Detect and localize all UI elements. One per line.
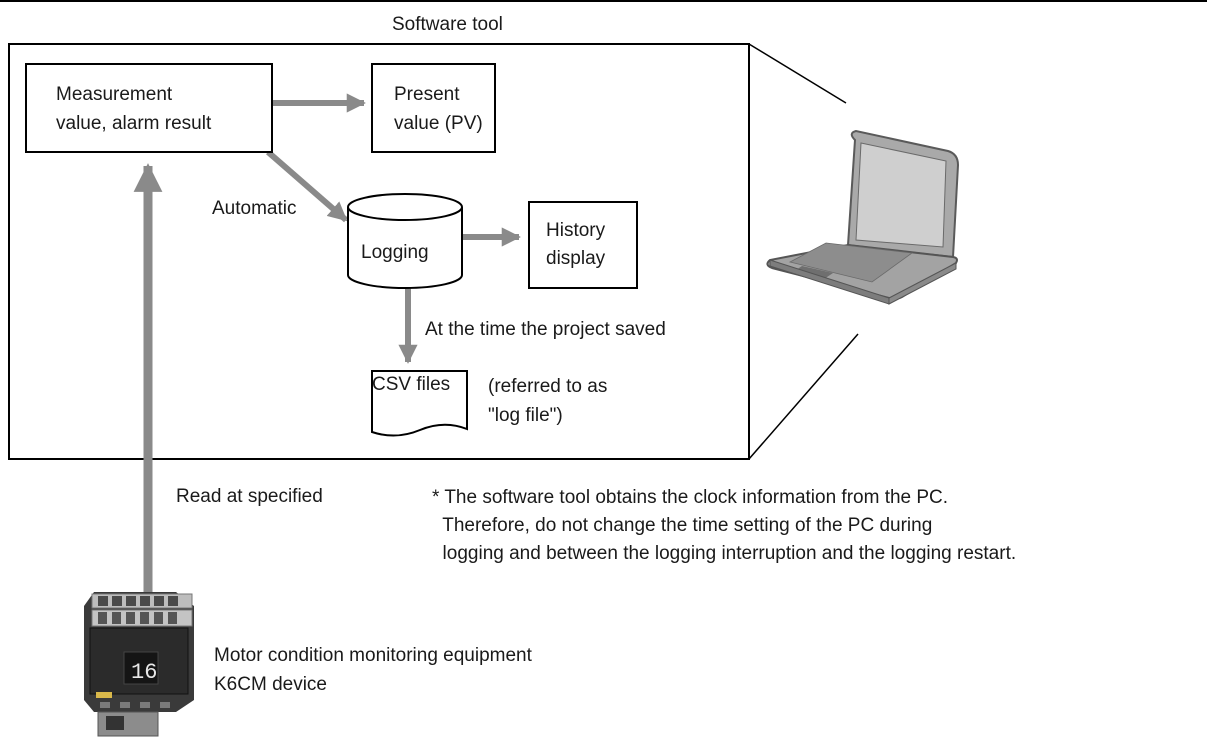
device-caption: Motor condition monitoring equipment K6C… <box>214 645 532 695</box>
history-display-box: History display <box>528 201 638 289</box>
history-display-label: History display <box>546 220 606 269</box>
present-value-box: Present value (PV) <box>371 63 496 153</box>
present-value-label: Present value (PV) <box>394 84 483 134</box>
clock-note: * The software tool obtains the clock in… <box>432 487 1017 564</box>
csv-note: (referred to as "log file") <box>488 376 608 426</box>
k6cm-device-illustration <box>84 592 194 737</box>
software-tool-label: Software tool <box>392 14 503 35</box>
projection-line-bottom <box>748 333 859 460</box>
projection-line-top <box>748 43 847 104</box>
device-display-readout: 16 <box>131 660 157 685</box>
saved-label: At the time the project saved <box>425 319 666 340</box>
logging-label: Logging <box>361 242 429 263</box>
logging-cylinder <box>347 193 463 289</box>
csv-document-shape <box>371 370 468 437</box>
laptop-illustration <box>766 129 960 305</box>
csv-files-label: CSV files <box>372 374 451 395</box>
arrow-to-logging <box>266 149 348 223</box>
read-label: Read at specified <box>176 486 323 507</box>
software-tool-frame <box>8 43 750 460</box>
automatic-label: Automatic <box>212 198 297 219</box>
measurement-box: Measurement value, alarm result <box>25 63 273 153</box>
measurement-label: Measurement value, alarm result <box>56 84 212 134</box>
top-rule <box>0 0 1207 2</box>
